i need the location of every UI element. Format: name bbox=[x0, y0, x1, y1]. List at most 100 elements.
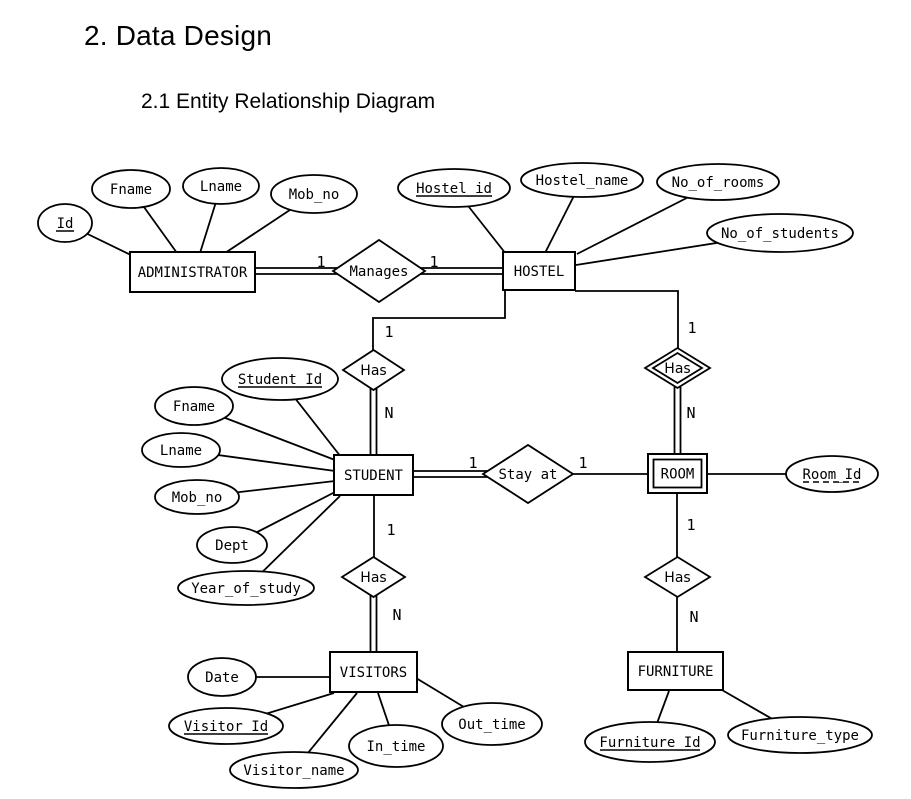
attribute-label: Fname bbox=[173, 399, 215, 415]
attribute-label: Hostel_name bbox=[536, 173, 629, 189]
cardinality-student-has-visitors-n: N bbox=[392, 606, 401, 624]
cardinality-hostel-has-room-1: 1 bbox=[687, 319, 696, 337]
attribute-ellipse bbox=[441, 702, 543, 746]
attribute-ellipse bbox=[168, 707, 284, 745]
attribute-label: Student_Id bbox=[238, 372, 322, 388]
line-hostel-has-student bbox=[372, 291, 506, 352]
attribute-label: No_of_students bbox=[721, 226, 839, 242]
attribute-visitors-outtime: Out_time bbox=[441, 702, 543, 746]
cardinality-room-has-furniture-n: N bbox=[689, 608, 698, 626]
attribute-student-lname: Lname bbox=[141, 432, 221, 468]
entity-box bbox=[502, 251, 576, 291]
entity-administrator: ADMINISTRATOR bbox=[129, 251, 256, 293]
entity-label: ROOM bbox=[661, 467, 695, 483]
entity-label: VISITORS bbox=[340, 665, 407, 681]
attribute-label: Furniture_Id bbox=[599, 735, 700, 751]
relationship-label: Has bbox=[664, 361, 690, 377]
relationship-hostel-has-room: Has bbox=[643, 346, 712, 390]
attribute-ellipse bbox=[229, 751, 359, 789]
attribute-label: Id bbox=[57, 216, 74, 232]
attribute-label: Lname bbox=[200, 179, 242, 195]
attribute-student-fname: Fname bbox=[154, 386, 234, 426]
entity-box bbox=[627, 651, 724, 691]
attribute-administrator-mobno: Mob_no bbox=[270, 174, 358, 214]
attribute-ellipse bbox=[141, 432, 221, 468]
attribute-ellipse bbox=[397, 168, 511, 208]
attribute-label: Year_of_study bbox=[191, 581, 301, 597]
entity-box bbox=[329, 651, 418, 693]
cardinality-hostel-has-student-1: 1 bbox=[384, 323, 393, 341]
cardinality-hostel-has-room-n: N bbox=[686, 404, 695, 422]
attribute-label: In_time bbox=[366, 739, 425, 755]
attribute-label: Out_time bbox=[458, 717, 525, 733]
attribute-ellipse bbox=[196, 526, 268, 564]
relationship-hostel-has-student: Has bbox=[341, 348, 406, 392]
attribute-hostel-hostelid: Hostel_id bbox=[397, 168, 511, 208]
attribute-hostel-noofstudents: No_of_students bbox=[706, 213, 854, 253]
cardinality-manages-hostel: 1 bbox=[429, 253, 438, 271]
entity-student: STUDENT bbox=[333, 454, 414, 496]
attribute-ellipse bbox=[727, 716, 873, 754]
entity-label: ADMINISTRATOR bbox=[138, 265, 248, 281]
attribute-student-dept: Dept bbox=[196, 526, 268, 564]
attribute-ellipse bbox=[182, 167, 260, 205]
relationship-diamond-inner bbox=[651, 351, 704, 385]
relationship-stay-at: Stay at bbox=[481, 443, 575, 505]
attribute-label: Date bbox=[205, 670, 239, 686]
entity-visitors: VISITORS bbox=[329, 651, 418, 693]
attribute-student-mobno: Mob_no bbox=[154, 479, 240, 515]
attribute-ellipse bbox=[154, 479, 240, 515]
attribute-ellipse bbox=[221, 357, 339, 401]
entity-box bbox=[333, 454, 414, 496]
relationship-student-has-visitors: Has bbox=[340, 555, 407, 599]
attribute-ellipse bbox=[270, 174, 358, 214]
attribute-label: No_of_rooms bbox=[672, 175, 765, 191]
relationship-diamond bbox=[341, 348, 406, 392]
relationship-manages: Manages bbox=[331, 238, 427, 304]
cardinality-hostel-has-student-n: N bbox=[384, 404, 393, 422]
attribute-label: Hostel_id bbox=[416, 181, 492, 197]
attribute-ellipse bbox=[656, 163, 780, 201]
cardinality-room-has-furniture-1: 1 bbox=[686, 516, 695, 534]
attribute-label: Dept bbox=[215, 538, 249, 554]
line-hostel-has-room bbox=[575, 290, 679, 350]
attribute-visitors-visitorname: Visitor_name bbox=[229, 751, 359, 789]
attribute-ellipse bbox=[785, 455, 879, 493]
entity-label: HOSTEL bbox=[514, 264, 565, 280]
attribute-label: Room_Id bbox=[802, 467, 861, 483]
attribute-ellipse bbox=[706, 213, 854, 253]
attribute-label: Fname bbox=[110, 182, 152, 198]
attribute-ellipse bbox=[177, 570, 315, 606]
cardinality-manages-administrator: 1 bbox=[316, 253, 325, 271]
relationship-label: Manages bbox=[349, 264, 408, 280]
entity-label: FURNITURE bbox=[638, 664, 714, 680]
entity-room: ROOM bbox=[647, 453, 708, 494]
attribute-ellipse bbox=[348, 724, 444, 768]
attribute-visitors-date: Date bbox=[187, 657, 257, 697]
attribute-furniture-furnitureid: Furniture_Id bbox=[584, 721, 716, 763]
attribute-label: Visitor_Id bbox=[184, 719, 268, 735]
attribute-ellipse bbox=[154, 386, 234, 426]
attribute-administrator-fname: Fname bbox=[91, 169, 171, 209]
attribute-room-roomid: Room_Id bbox=[785, 455, 879, 493]
cardinality-student-has-visitors-1: 1 bbox=[386, 521, 395, 539]
attribute-hostel-hostelname: Hostel_name bbox=[520, 162, 644, 198]
attribute-student-studentid: Student_Id bbox=[221, 357, 339, 401]
page-title: 2. Data Design bbox=[84, 20, 273, 51]
section-subtitle: 2.1 Entity Relationship Diagram bbox=[141, 90, 436, 113]
attribute-label: Furniture_type bbox=[741, 728, 859, 744]
attribute-ellipse bbox=[584, 721, 716, 763]
relationship-label: Has bbox=[664, 570, 690, 586]
relationship-diamond bbox=[331, 238, 427, 304]
attribute-ellipse bbox=[37, 203, 93, 243]
attribute-student-yearofstudy: Year_of_study bbox=[177, 570, 315, 606]
attribute-administrator-lname: Lname bbox=[182, 167, 260, 205]
attribute-visitors-visitorid: Visitor_Id bbox=[168, 707, 284, 745]
relationship-diamond bbox=[340, 555, 407, 599]
attribute-administrator-id: Id bbox=[37, 203, 93, 243]
attribute-ellipse bbox=[187, 657, 257, 697]
relationship-label: Has bbox=[360, 363, 386, 379]
relationship-label: Has bbox=[360, 570, 386, 586]
